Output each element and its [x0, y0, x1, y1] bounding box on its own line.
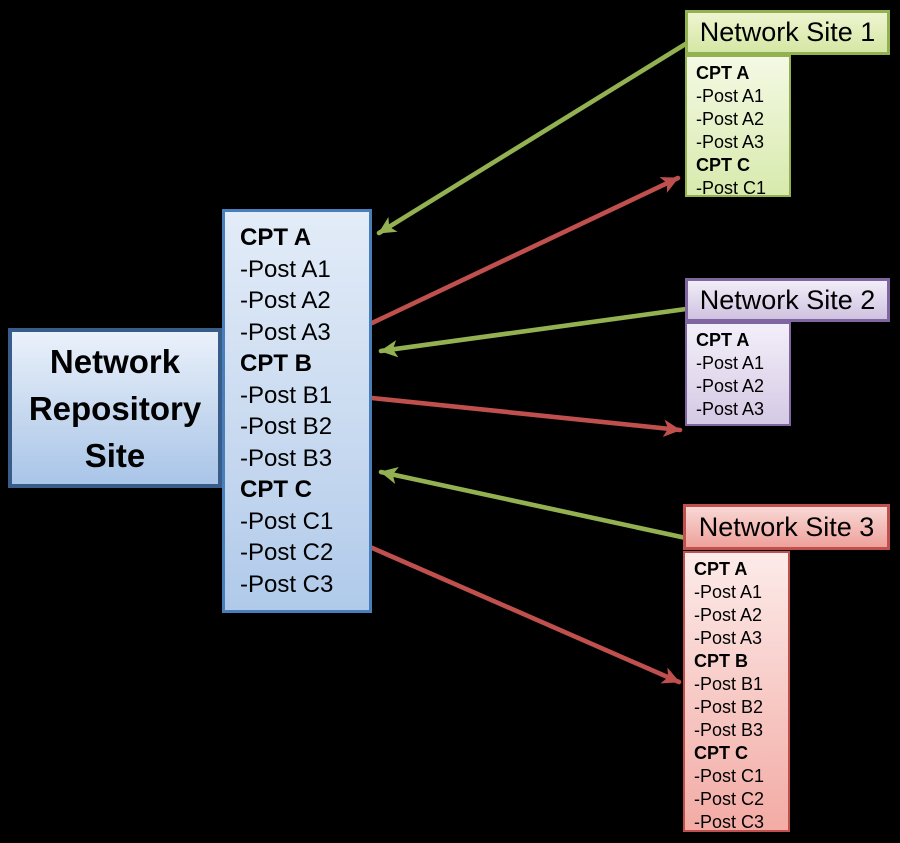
cpt-heading: CPT B	[694, 651, 748, 671]
arrow-repo-to-site2	[369, 395, 683, 437]
cpt-heading: CPT A	[240, 224, 312, 251]
network-site-3-header: Network Site 3	[683, 504, 890, 550]
list-line: -Post C2	[694, 789, 765, 809]
list-line: -Post B2	[240, 413, 333, 440]
list-line: -Post A3	[696, 132, 765, 152]
network-site-3-title: Network Site 3	[698, 511, 875, 542]
list-line: -Post A1	[696, 86, 765, 106]
list-line: -Post C1	[240, 507, 334, 535]
list-line: -Post A2	[694, 605, 763, 625]
list-line: -Post C1	[696, 178, 767, 198]
list-line: Network	[49, 342, 181, 380]
network-site-1-contents: CPT A -Post A1 -Post A2 -Post A3 CPT C -Post …	[685, 55, 791, 198]
list-line: -Post A2	[240, 287, 331, 314]
cpt-heading: CPT C	[240, 476, 312, 503]
list-line: -Post A1	[696, 353, 765, 373]
network-site-2-contents: CPT A -Post A1 -Post A2 -Post A3	[685, 322, 791, 426]
cpt-heading: CPT C	[694, 743, 748, 763]
list-line: -Post A1	[694, 582, 763, 602]
arrow-repo-to-site1	[369, 175, 681, 326]
list-line: -Post C1	[694, 766, 765, 786]
list-line: -Post A3	[694, 628, 763, 648]
cpt-heading: CPT A	[696, 330, 750, 350]
list-line: -Post A1	[240, 255, 331, 283]
network-site-3-contents: CPT A -Post A1 -Post A2 -Post A3 CPT B -Post …	[683, 551, 790, 832]
list-line: -Post B1	[240, 381, 333, 409]
arrow-repo-to-site3	[367, 544, 682, 685]
arrow-site1-to-repo	[376, 37, 695, 236]
network-site-1-title: Network Site 1	[699, 17, 876, 47]
cpt-heading: CPT A	[696, 63, 750, 83]
list-line: -Post B3	[240, 444, 333, 472]
list-line: -Post C3	[240, 570, 334, 598]
list-line: -Post A3	[240, 318, 331, 346]
cpt-heading: CPT A	[694, 559, 748, 579]
list-line: -Post C3	[694, 812, 765, 832]
list-line: -Post A2	[696, 376, 765, 396]
repository-contents-box: CPT A -Post A1 -Post A2 -Post A3 CPT B -Post …	[222, 209, 372, 613]
network-site-2-header: Network Site 2	[685, 278, 890, 322]
list-line: Repository	[28, 389, 202, 427]
network-site-1-header: Network Site 1	[685, 10, 890, 55]
list-line: Site	[84, 436, 146, 474]
list-line: -Post A3	[696, 399, 765, 419]
list-line: -Post C2	[240, 539, 334, 566]
network-site-2-title: Network Site 2	[699, 284, 876, 315]
list-line: -Post A2	[696, 109, 765, 129]
list-line: -Post B2	[694, 697, 764, 717]
cpt-heading: CPT C	[696, 155, 750, 175]
arrow-site3-to-repo	[378, 466, 689, 541]
list-line: -Post B1	[694, 674, 764, 694]
list-line: -Post B3	[694, 720, 764, 740]
cpt-heading: CPT B	[240, 350, 312, 377]
arrow-site2-to-repo	[378, 306, 689, 358]
